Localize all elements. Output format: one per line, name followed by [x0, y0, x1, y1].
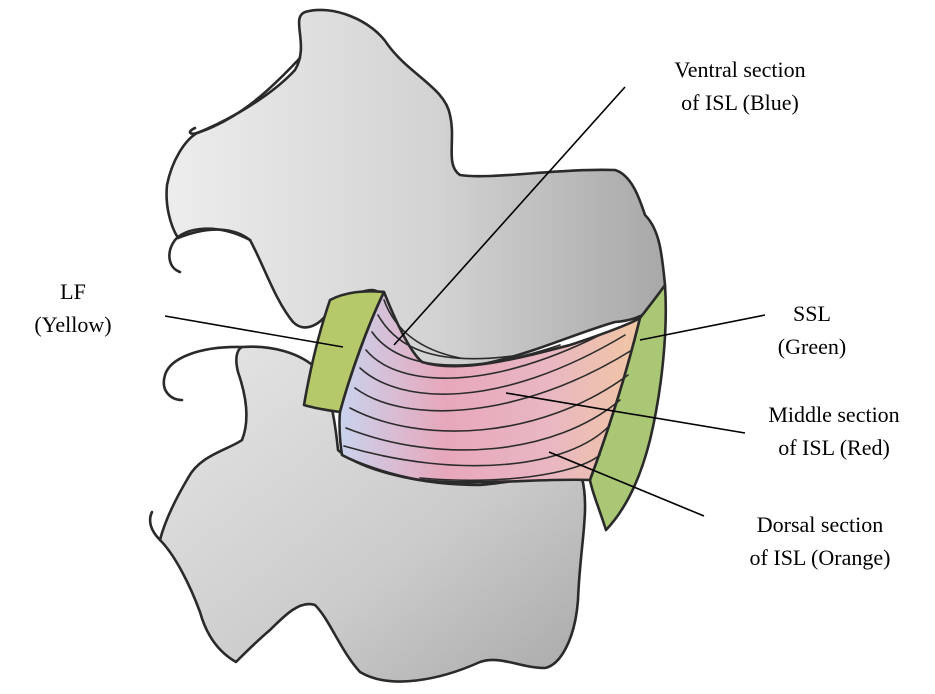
- ventral-label-line2: of ISL (Blue): [681, 90, 799, 115]
- hook-bottom-left: [150, 512, 160, 540]
- ssl-label-line1: SSL: [793, 301, 831, 326]
- dorsal-label-line1: Dorsal section: [757, 512, 883, 537]
- lf-label-line1: LF: [60, 279, 86, 304]
- middle-label-line1: Middle section: [768, 402, 899, 427]
- dorsal-label-line2: of ISL (Orange): [750, 545, 891, 570]
- ssl-label-line2: (Green): [778, 334, 846, 359]
- upper-vertebra: [167, 10, 665, 368]
- lf-label-line2: (Yellow): [34, 312, 111, 337]
- middle-label-line2: of ISL (Red): [778, 435, 890, 460]
- ventral-label-line1: Ventral section: [674, 57, 805, 82]
- hook-upper-left: [169, 229, 250, 272]
- hook-lower-left: [164, 347, 242, 400]
